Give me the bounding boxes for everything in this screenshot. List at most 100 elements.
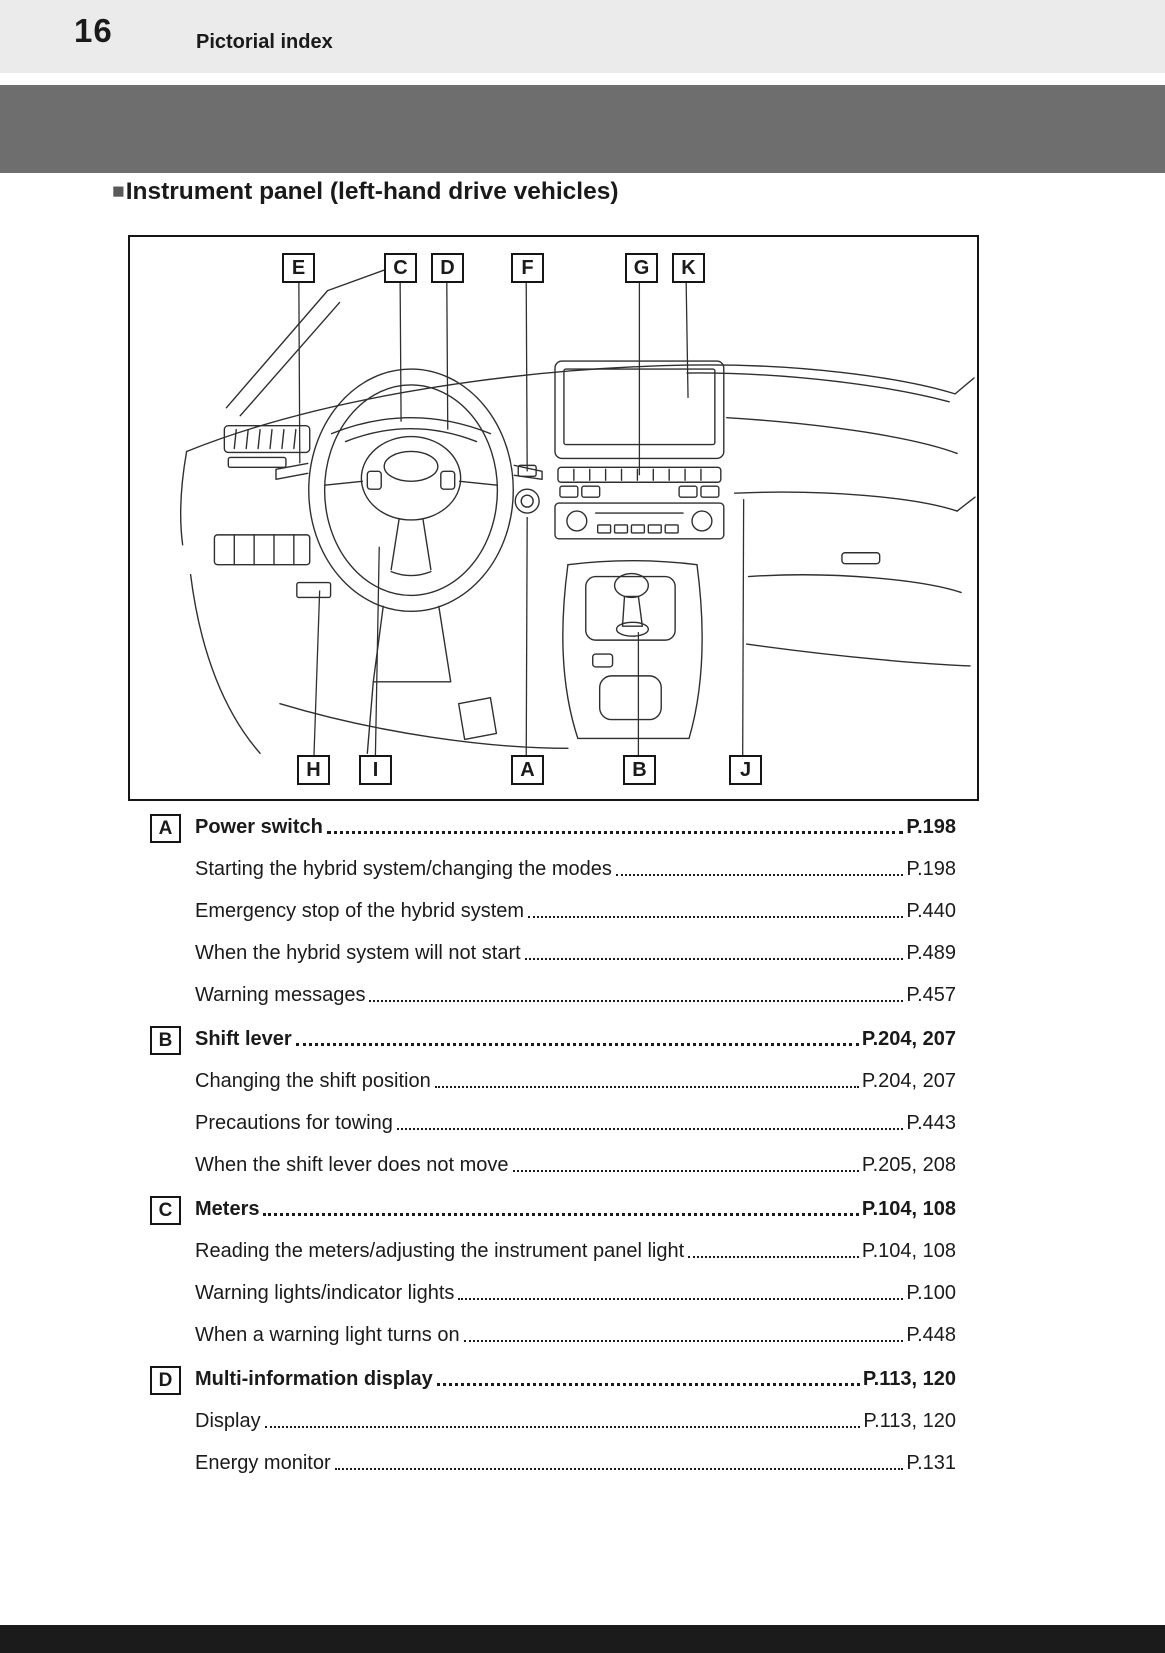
index-entry-power-switch: A Power switch P.198 <box>150 805 956 847</box>
index-subentry: Energy monitor P.131 <box>150 1441 956 1483</box>
dashboard-line-art <box>179 266 976 764</box>
dotted-leader <box>434 1086 859 1088</box>
page-ref: P.205, 208 <box>861 1154 956 1176</box>
subentry-label: When the shift lever does not move <box>195 1154 509 1176</box>
dotted-leader <box>263 1213 859 1216</box>
figure-callout-F: F <box>511 253 544 283</box>
dotted-leader <box>512 1170 859 1172</box>
page-ref: P.100 <box>906 1282 956 1304</box>
figure-callout-D: D <box>431 253 464 283</box>
index-subentry: Emergency stop of the hybrid system P.44… <box>150 889 956 931</box>
subentry-label: Display <box>195 1410 261 1432</box>
page-ref: P.204, 207 <box>861 1070 956 1092</box>
callout-letter: H <box>306 758 321 781</box>
page-ref: P.440 <box>906 900 956 922</box>
index-subentry: Warning lights/indicator lights P.100 <box>150 1271 956 1313</box>
section-title: ■ Instrument panel (left-hand drive vehi… <box>112 178 619 206</box>
subentry-label: When the hybrid system will not start <box>195 942 521 964</box>
dotted-leader <box>369 1000 904 1002</box>
callout-letter: A <box>520 758 535 781</box>
entry-title: Shift lever <box>195 1028 292 1050</box>
callout-letter: I <box>372 758 379 781</box>
figure-callout-K: K <box>672 253 705 283</box>
subentry-label: Warning messages <box>195 984 366 1006</box>
index-subentry: When the hybrid system will not start P.… <box>150 931 956 973</box>
page-number: 16 <box>74 12 113 49</box>
index-subentry: Warning messages P.457 <box>150 973 956 1015</box>
index-entry-meters: C Meters P.104, 108 <box>150 1187 956 1229</box>
subentry-label: Reading the meters/adjusting the instrum… <box>195 1240 685 1262</box>
page-ref: P.104, 108 <box>861 1240 956 1262</box>
page-ref: P.443 <box>906 1112 956 1134</box>
subentry-label: Warning lights/indicator lights <box>195 1282 455 1304</box>
callout-letter-box: C <box>150 1196 181 1225</box>
figure-callout-B: B <box>623 755 656 785</box>
index-list: A Power switch P.198 Starting the hybrid… <box>150 805 956 1483</box>
page-header: 16 Pictorial index <box>0 0 1165 73</box>
dotted-leader <box>326 831 904 834</box>
entry-title: Multi-information display <box>195 1368 433 1390</box>
figure-callout-G: G <box>625 253 658 283</box>
dotted-leader <box>295 1043 859 1046</box>
dotted-leader <box>463 1340 904 1342</box>
page-ref: P.131 <box>906 1452 956 1474</box>
page-ref: P.198 <box>906 858 956 880</box>
dotted-leader <box>524 958 904 960</box>
callout-letter: F <box>521 256 534 279</box>
page-ref: P.489 <box>906 942 956 964</box>
index-subentry: Starting the hybrid system/changing the … <box>150 847 956 889</box>
callout-letter: C <box>158 1199 173 1221</box>
page-ref: P.198 <box>906 816 956 838</box>
callout-letter: B <box>632 758 647 781</box>
subentry-label: Changing the shift position <box>195 1070 431 1092</box>
chapter-band <box>0 85 1165 173</box>
index-subentry: When a warning light turns on P.448 <box>150 1313 956 1355</box>
index-subentry: Precautions for towing P.443 <box>150 1101 956 1143</box>
callout-letter-box: A <box>150 814 181 843</box>
index-subentry: Display P.113, 120 <box>150 1399 956 1441</box>
figure-callout-A: A <box>511 755 544 785</box>
page-ref: P.104, 108 <box>861 1198 956 1220</box>
dotted-leader <box>396 1128 904 1130</box>
subentry-label: Precautions for towing <box>195 1112 393 1134</box>
header-title: Pictorial index <box>196 31 333 53</box>
dotted-leader <box>528 916 904 918</box>
instrument-panel-figure: E C D F G K H I A B J <box>128 235 979 801</box>
callout-letter-box: D <box>150 1366 181 1395</box>
callout-letter: D <box>440 256 455 279</box>
page-ref: P.113, 120 <box>862 1368 956 1390</box>
section-title-text: Instrument panel (left-hand drive vehicl… <box>125 178 619 205</box>
figure-callout-I: I <box>359 755 392 785</box>
callout-letter: C <box>393 256 408 279</box>
page-ref: P.204, 207 <box>861 1028 956 1050</box>
dotted-leader <box>264 1426 861 1428</box>
entry-title: Meters <box>195 1198 260 1220</box>
callout-letter: K <box>681 256 696 279</box>
figure-callout-E: E <box>282 253 315 283</box>
index-entry-multi-information-display: D Multi-information display P.113, 120 <box>150 1357 956 1399</box>
page-ref: P.448 <box>906 1324 956 1346</box>
callout-letter: J <box>739 758 752 781</box>
callout-letter: D <box>158 1369 173 1391</box>
index-entry-shift-lever: B Shift lever P.204, 207 <box>150 1017 956 1059</box>
dotted-leader <box>458 1298 904 1300</box>
dotted-leader <box>615 874 904 876</box>
callout-letter: A <box>158 817 173 839</box>
page-ref: P.457 <box>906 984 956 1006</box>
section-marker-icon: ■ <box>112 180 125 203</box>
index-subentry: Changing the shift position P.204, 207 <box>150 1059 956 1101</box>
callout-letter: G <box>633 256 650 279</box>
subentry-label: When a warning light turns on <box>195 1324 460 1346</box>
figure-callout-H: H <box>297 755 330 785</box>
index-subentry: When the shift lever does not move P.205… <box>150 1143 956 1185</box>
figure-callout-C: C <box>384 253 417 283</box>
dotted-leader <box>688 1256 859 1258</box>
entry-title: Power switch <box>195 816 323 838</box>
callout-letter-box: B <box>150 1026 181 1055</box>
subentry-label: Emergency stop of the hybrid system <box>195 900 525 922</box>
dotted-leader <box>334 1468 904 1470</box>
footer-bar <box>0 1625 1165 1653</box>
callout-letter: B <box>158 1029 173 1051</box>
index-subentry: Reading the meters/adjusting the instrum… <box>150 1229 956 1271</box>
